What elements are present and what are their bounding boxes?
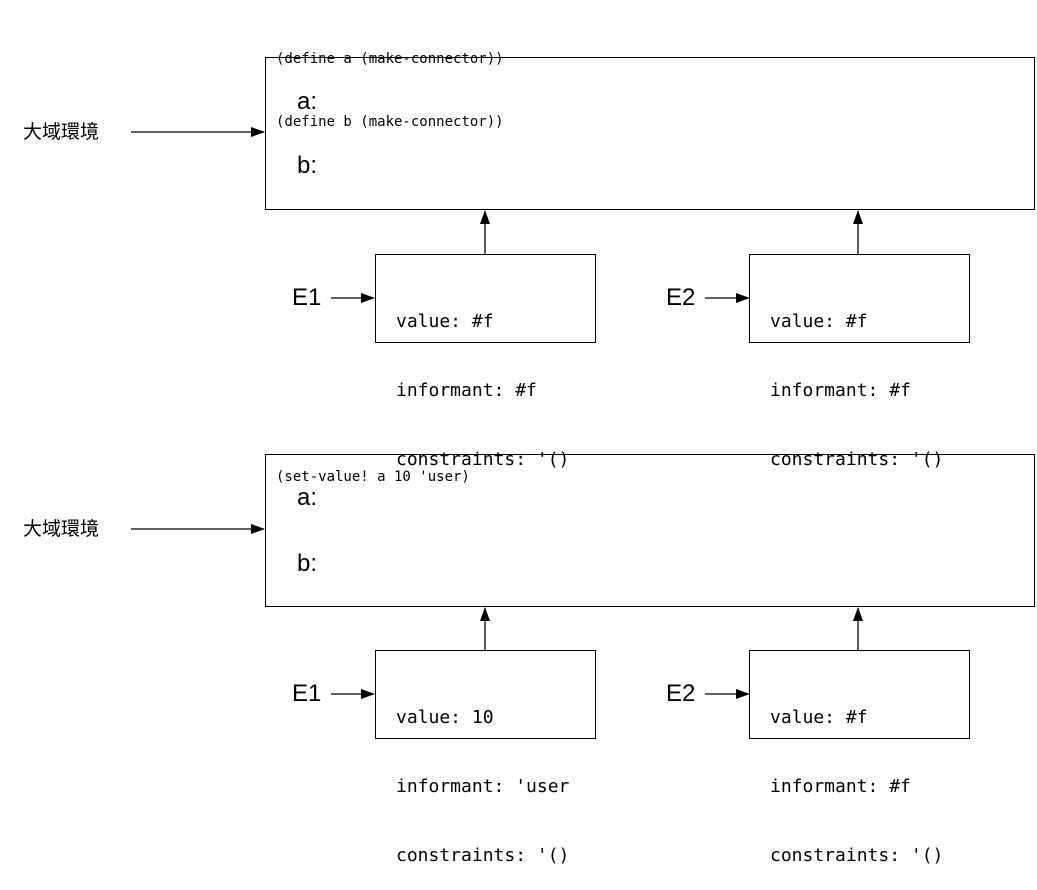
connector-box-e1-2: value: 10 informant: 'user constraints: … — [375, 650, 596, 866]
e2-label-2: E2 — [666, 680, 696, 707]
connector-field: informant: #f — [396, 380, 537, 401]
code-line: (set-value! a 10 'user) — [276, 469, 470, 485]
var-a-label-2: a: — [297, 484, 318, 511]
global-env-label-2: 大域環境 — [23, 518, 100, 540]
global-env-frame-2 — [265, 454, 1035, 607]
var-b-label-2: b: — [297, 550, 318, 577]
connector-field: value: #f — [770, 707, 868, 728]
connector-field: value: #f — [396, 311, 494, 332]
var-b-label-1: b: — [297, 152, 318, 179]
connector-box-e2-2: value: #f informant: #f constraints: '() — [749, 650, 970, 866]
code-block-1: (define a (make-connector)) (define b (m… — [276, 7, 504, 154]
global-env-label-1: 大域環境 — [23, 121, 100, 143]
global-env-frame-1 — [265, 57, 1035, 210]
connector-box-e1-1: value: #f informant: #f constraints: '() — [375, 254, 596, 470]
connector-field: value: 10 — [396, 707, 494, 728]
connector-field: value: #f — [770, 311, 868, 332]
connector-field: informant: 'user — [396, 776, 570, 797]
e1-label-1: E1 — [292, 284, 322, 311]
connector-field: constraints: '() — [396, 845, 570, 866]
code-line: (define b (make-connector)) — [276, 114, 504, 130]
var-a-label-1: a: — [297, 88, 318, 115]
connector-field: informant: #f — [770, 380, 911, 401]
connector-box-e2-1: value: #f informant: #f constraints: '() — [749, 254, 970, 470]
e1-label-2: E1 — [292, 680, 322, 707]
connector-field: constraints: '() — [770, 845, 944, 866]
code-line: (define a (make-connector)) — [276, 51, 504, 67]
e2-label-1: E2 — [666, 284, 696, 311]
arrows-layer — [131, 127, 863, 699]
connector-field: informant: #f — [770, 776, 911, 797]
code-block-2: (set-value! a 10 'user) — [276, 425, 470, 509]
